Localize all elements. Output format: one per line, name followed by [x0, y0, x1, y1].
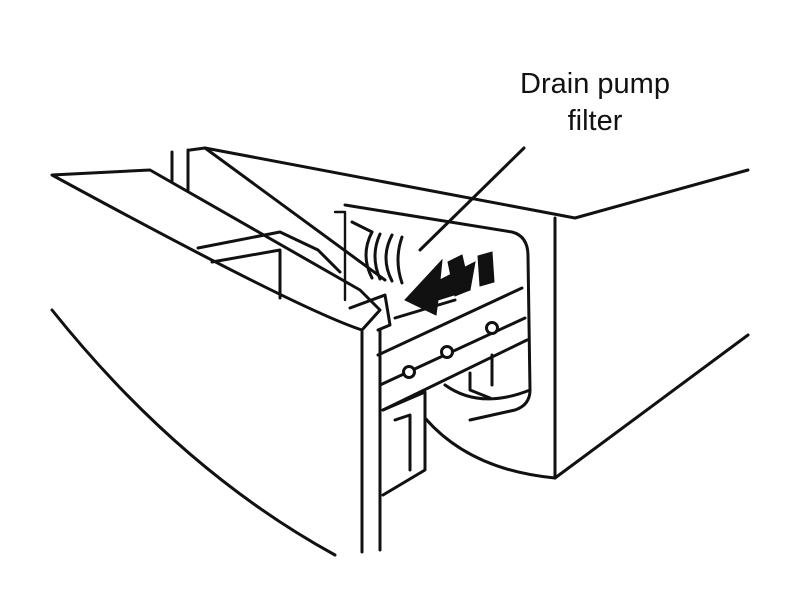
callout-leader-line — [418, 146, 526, 252]
rail-upper-lip — [393, 298, 457, 320]
callout-label-line-2: filter — [567, 105, 623, 137]
rail-top-edge — [376, 286, 524, 357]
screw-icon — [402, 365, 416, 379]
machine-base-curve — [423, 416, 557, 480]
screw-icon — [485, 321, 499, 335]
rail-under-curve — [443, 383, 532, 401]
drawer-front-curve — [50, 308, 337, 557]
drawer-rail — [376, 286, 532, 412]
drawer-side-panel — [381, 390, 427, 497]
filter-cap-ridge-1 — [384, 233, 394, 283]
drawer-top — [50, 168, 382, 332]
drawer-compartment-wall — [210, 248, 282, 300]
arrow-left-icon — [404, 251, 495, 316]
callout-label-line-1: Drain pump — [520, 68, 670, 100]
filter-cap-ridge-2 — [396, 235, 404, 285]
detergent-drawer — [50, 146, 427, 557]
filter-cap-top — [350, 220, 374, 234]
drawer-compartment-rim — [196, 230, 342, 274]
machine-side-bottom-edge — [553, 333, 750, 480]
recess-inner-edge — [333, 210, 347, 302]
drawer-back-wall — [188, 146, 387, 282]
filter-cap-left — [364, 230, 374, 280]
filter-opening-frame — [343, 203, 532, 422]
rail-support-left — [468, 371, 492, 400]
arrow-stripe-1 — [447, 254, 471, 297]
arrow-stripe-2 — [477, 251, 495, 287]
drawer-side-inner — [393, 413, 412, 472]
callout-label: Drain pump filter — [470, 66, 720, 140]
machine-body — [203, 146, 750, 480]
drawer-handle-lip — [348, 293, 392, 332]
machine-top-edge — [203, 146, 750, 220]
screw-icon — [440, 345, 454, 359]
